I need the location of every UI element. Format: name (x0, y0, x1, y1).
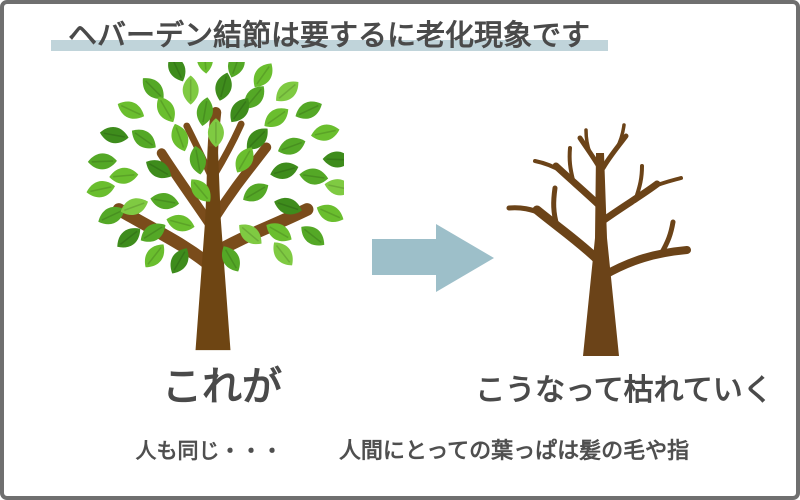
page-title: ヘバーデン結節は要するに老化現象です (68, 20, 591, 52)
footer-note-left: 人も同じ・・・ (135, 440, 283, 463)
left-tree-caption: これが (162, 365, 282, 409)
right-arrow-icon (372, 224, 494, 292)
right-tree-caption: こうなって枯れていく (475, 374, 773, 407)
green-tree-icon (84, 62, 344, 351)
title-underline-bar (51, 40, 608, 51)
bare-tree-icon (506, 123, 691, 356)
footer-note-right: 人間にとっての葉っぱは髪の毛や指 (338, 438, 690, 463)
